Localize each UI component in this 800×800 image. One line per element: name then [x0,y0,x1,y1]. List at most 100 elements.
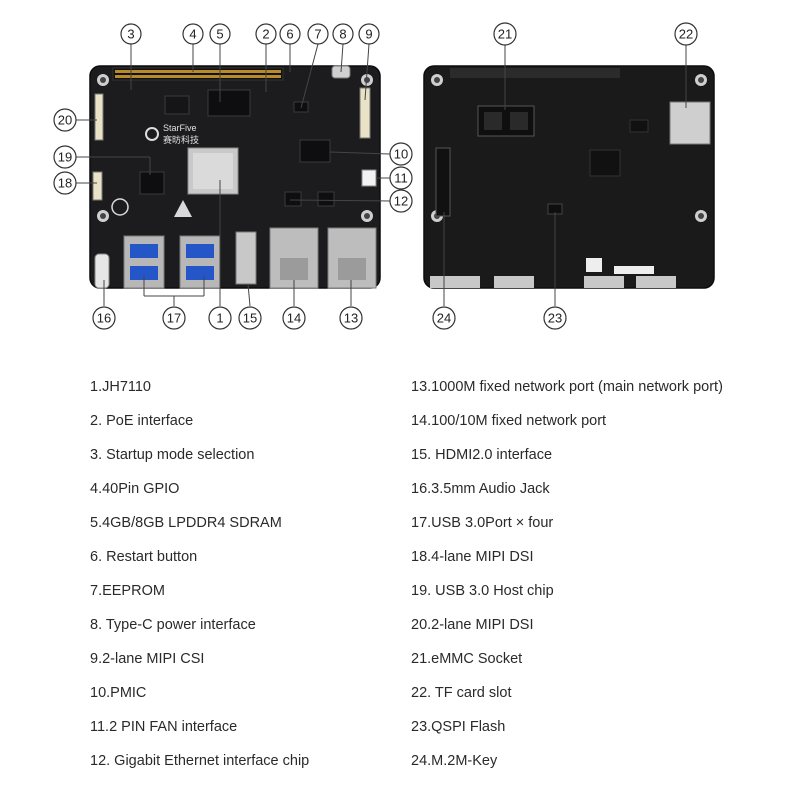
legend-item: 10.PMIC [90,685,147,701]
callout: 10 [389,142,413,166]
svg-text:22: 22 [679,27,693,42]
callout: 18 [53,171,77,195]
legend-item: 14.100/10M fixed network port [411,413,607,429]
svg-text:4: 4 [189,27,196,42]
svg-text:5: 5 [216,27,223,42]
svg-text:1: 1 [216,311,223,326]
svg-text:21: 21 [498,27,512,42]
svg-text:14: 14 [287,311,301,326]
legend-item: 12. Gigabit Ethernet interface chip [90,753,310,769]
svg-text:12: 12 [394,194,408,209]
board-front: StarFive 赛昉科技 [89,65,381,289]
leader-lines [76,43,687,307]
legend-item: 1.JH7110 [90,379,151,395]
legend-item: 7.EEPROM [90,583,165,599]
tf-card-slot [669,101,711,145]
legend-item: 6. Restart button [90,549,198,565]
svg-text:9: 9 [365,27,372,42]
callout: 15 [238,306,262,330]
board-back [423,65,715,289]
callout: 17 [162,306,186,330]
svg-text:7: 7 [314,27,321,42]
legend-item: 20.2-lane MIPI DSI [411,617,534,633]
callout: 6 [279,23,301,45]
svg-text:2: 2 [262,27,269,42]
legend-item: 15. HDMI2.0 interface [411,447,553,463]
fan-header [361,169,377,187]
svg-text:23: 23 [548,311,562,326]
legend-item: 19. USB 3.0 Host chip [411,583,554,599]
svg-text:15: 15 [243,311,257,326]
legend-item: 17.USB 3.0Port × four [411,515,554,531]
legend-item: 4.40Pin GPIO [90,481,180,497]
legend-item: 8. Type-C power interface [90,617,256,633]
legend-item: 13.1000M fixed network port (main networ… [411,379,723,395]
callout: 16 [92,306,116,330]
legend-item: 22. TF card slot [411,685,512,701]
svg-text:10: 10 [394,147,408,162]
legend-item: 3. Startup mode selection [90,447,255,463]
sdram-chip [207,89,251,117]
svg-text:18: 18 [58,176,72,191]
pmic-chip [299,139,331,163]
ethernet-phy-chip [284,191,302,207]
callout: 24 [432,306,456,330]
svg-text:6: 6 [286,27,293,42]
callout: 21 [493,22,517,46]
svg-text:19: 19 [58,150,72,165]
callout: 14 [282,306,306,330]
callout: 12 [389,189,413,213]
svg-text:3: 3 [127,27,134,42]
callout: 8 [332,23,354,45]
callout: 2 [255,23,277,45]
m2-slot [435,147,451,217]
callout: 1 [208,306,232,330]
legend-item: 18.4-lane MIPI DSI [411,549,534,565]
svg-text:13: 13 [344,311,358,326]
legend-item: 9.2-lane MIPI CSI [90,651,205,667]
legend-item: 16.3.5mm Audio Jack [411,481,550,497]
usb3-ports [123,235,221,289]
callout: 11 [389,166,413,190]
callout: 9 [358,23,380,45]
mipi-dsi-2lane-connector [94,93,104,141]
usb-host-chip [139,171,165,195]
callout: 7 [307,23,329,45]
starfive-logo-icon [145,127,159,141]
legend-item: 24.M.2M-Key [411,753,498,769]
svg-text:11: 11 [394,171,408,186]
legend-item: 11.2 PIN FAN interface [90,719,238,735]
mipi-csi-connector [359,87,371,139]
callout: 19 [53,145,77,169]
callout: 4 [182,23,204,45]
legend-item: 21.eMMC Socket [411,651,523,667]
audio-jack [94,253,110,289]
legend-item: 23.QSPI Flash [411,719,506,735]
callout: 23 [543,306,567,330]
svg-text:20: 20 [58,113,72,128]
legend-column-left: 1.JH7110 2. PoE interface 3. Startup mod… [90,370,309,778]
callouts: 3 4 5 2 6 7 8 9 20 19 18 10 11 12 16 17 … [53,22,698,330]
mipi-dsi-4lane-connector [92,171,103,201]
board-diagram: StarFive 赛昉科技 [53,22,715,330]
svg-text:16: 16 [97,311,111,326]
warning-icon [174,200,192,217]
callout: 22 [674,22,698,46]
legend-item: 2. PoE interface [90,413,194,429]
legend-column-right: 13.1000M fixed network port (main networ… [411,370,723,778]
rj45-ports [269,227,377,289]
component-legend: 1.JH7110 2. PoE interface 3. Startup mod… [0,370,800,790]
svg-text:17: 17 [167,311,181,326]
board-brand-cn: 赛昉科技 [163,134,199,146]
callout: 13 [339,306,363,330]
no-touch-icon [111,198,129,216]
callout: 3 [120,23,142,45]
board-brand: StarFive [163,123,197,133]
callout: 5 [209,23,231,45]
gpio-header [112,67,284,81]
svg-text:24: 24 [437,311,451,326]
svg-text:8: 8 [339,27,346,42]
hdmi-port [235,231,257,285]
legend-item: 5.4GB/8GB LPDDR4 SDRAM [90,515,282,531]
callout: 20 [53,108,77,132]
